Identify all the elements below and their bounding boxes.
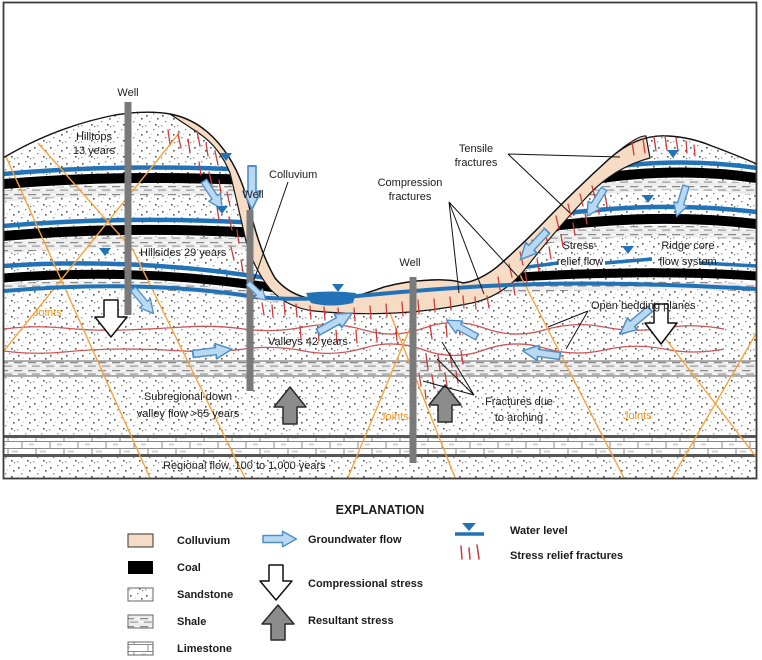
up-block-arrow-icon: [261, 604, 295, 641]
fractures-arching-label2: to arching: [495, 412, 543, 424]
compression-fractures-leaders: [448, 201, 523, 295]
colluvium-label: Colluvium: [269, 169, 317, 181]
water-level-icon: [455, 523, 484, 536]
resultant-stress-arrow-left: [273, 386, 307, 425]
legend-materials: Colluvium Coal Sandstone Shale Limestone: [127, 533, 233, 656]
deep-shale-band: [3, 361, 757, 376]
colluvium-leader: [253, 181, 289, 281]
resultant-stress-arrow-right: [428, 384, 462, 423]
groundwater-flow-arrow-icon: [262, 530, 298, 548]
well-label-middle: Well: [242, 189, 263, 201]
down-block-arrow-icon: [259, 564, 293, 601]
subregional-flow-label: Subregional down: [144, 391, 232, 403]
open-bedding-planes-label: Open bedding planes: [591, 300, 696, 312]
stress-relief-flow-label: Stress-: [563, 240, 598, 252]
legend-material-label: Shale: [177, 616, 206, 628]
legend: EXPLANATION Colluvium Coal Sandstone Sha…: [127, 503, 623, 656]
legend-marker-label: Stress relief fractures: [510, 550, 623, 562]
sandstone-swatch: [127, 587, 154, 602]
hilltops-years-label: 13 years: [73, 145, 116, 157]
joint-line: [671, 331, 757, 478]
regional-flow-label: Regional flow, 100 to 1,000 years: [163, 460, 326, 472]
open-bedding-leaders: [547, 310, 589, 350]
joints-label-left: Joints: [33, 307, 62, 319]
diagram-labels: Well Well Well Hilltops 13 years Colluvi…: [33, 87, 717, 472]
legend-symbol-label: Groundwater flow: [308, 534, 402, 546]
joint-line: [37, 142, 246, 478]
fractures-arching-label: Fractures due: [485, 396, 553, 408]
joint-line: [3, 131, 181, 353]
arching-fractures-leaders: [422, 341, 475, 396]
open-bedding-plane-line: [3, 321, 725, 335]
legend-symbols: Groundwater flow Compressional stress Re…: [259, 530, 423, 641]
compression-fractures-label2: fractures: [389, 191, 432, 203]
shale-swatch: [127, 614, 154, 629]
compression-fractures-label: Compression: [378, 177, 443, 189]
legend-symbol-label: Compressional stress: [308, 578, 423, 590]
compressional-stress-arrow-left: [94, 299, 128, 338]
hillsides-label: Hillsides 29 years: [140, 247, 227, 259]
ridge-core-label2: flow system: [659, 256, 716, 268]
joints-label-right: Joints: [623, 410, 652, 422]
limestone-band: [3, 437, 757, 455]
well-label-valley: Well: [399, 257, 420, 269]
stress-arrows: [94, 299, 678, 425]
well-bore-middle: [246, 210, 254, 391]
valley-pond: [306, 291, 356, 306]
well-bore-valley: [409, 277, 417, 463]
coal-swatch: [128, 561, 153, 574]
well-bore-left: [124, 102, 132, 315]
leader-lines: [253, 153, 621, 396]
tensile-fractures-label: Tensile: [459, 143, 493, 155]
tensile-fractures-label2: fractures: [455, 157, 498, 169]
hilltops-label: Hilltops: [76, 131, 113, 143]
coal-seam: [3, 269, 301, 297]
joints-label-middle: Joints: [380, 411, 409, 423]
limestone-band-borders: [3, 435, 757, 457]
figure-border: [2, 1, 758, 480]
compressional-stress-arrow-right: [644, 303, 678, 345]
subregional-flow-label2: valley flow >65 years: [137, 408, 240, 420]
fracture-cluster-right-hilltop: [631, 135, 696, 157]
water-level-icon: [332, 284, 344, 292]
stress-relief-flow-label2: relief flow: [557, 256, 604, 268]
cross-section: Well Well Well Hilltops 13 years Colluvi…: [2, 1, 758, 480]
legend-symbol-label: Resultant stress: [308, 615, 394, 627]
fracture-cluster-valley: [261, 295, 490, 401]
shale-band-borders: [3, 360, 757, 377]
wells: [124, 102, 417, 463]
valleys-label: Valleys 42 years: [268, 336, 348, 348]
limestone-swatch: [127, 641, 154, 656]
fracture-ticks-icon: [460, 544, 480, 560]
ridge-core-label: Ridge core: [661, 240, 714, 252]
ground-surface-outline: [2, 111, 758, 301]
joint-line: [654, 324, 757, 459]
joint-line: [3, 149, 151, 478]
legend-material-label: Sandstone: [177, 589, 233, 601]
coal-seam: [536, 213, 757, 233]
legend-material-label: Colluvium: [177, 535, 230, 547]
tensile-fractures-leaders: [507, 153, 621, 214]
colluvium-swatch: [127, 533, 154, 548]
legend-marker-label: Water level: [510, 525, 568, 537]
legend-markers: Water level Stress relief fractures: [455, 523, 623, 562]
legend-material-label: Limestone: [177, 643, 232, 655]
well-label-left: Well: [117, 87, 138, 99]
open-bedding-plane-line: [3, 343, 725, 357]
legend-material-label: Coal: [177, 562, 201, 574]
legend-title: EXPLANATION: [336, 503, 425, 517]
